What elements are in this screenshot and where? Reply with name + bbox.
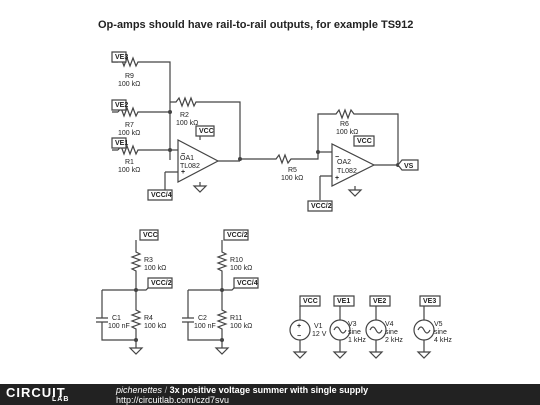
wire-r5 xyxy=(240,152,319,165)
net-flag-vcc-oa1: VCC xyxy=(195,125,215,137)
svg-text:+: + xyxy=(335,175,339,182)
v4-freq: 2 kHz xyxy=(385,337,403,344)
c2-label: C2 xyxy=(198,315,207,322)
svg-text:+: + xyxy=(181,169,185,176)
net-flag-ve1: VE1 xyxy=(111,137,128,149)
r1-value: 100 kΩ xyxy=(118,167,140,174)
r3-value: 100 kΩ xyxy=(144,265,166,272)
net-flag-vcc-divider1: VCC xyxy=(139,229,159,241)
svg-text:VE1: VE1 xyxy=(115,140,128,147)
net-flag-vcc-oa2: VCC xyxy=(353,135,375,147)
net-flag-vs: VS xyxy=(397,159,419,171)
net-flag-vcc2-divider1: VCC/2 xyxy=(147,277,173,289)
circuitlab-logo-sub: LAB xyxy=(52,396,70,403)
net-flag-ve2: VE2 xyxy=(111,99,128,111)
net-flag-vcc4-divider2: VCC/4 xyxy=(233,277,259,289)
net-flag-vcc4-oa1: VCC/4 xyxy=(147,189,173,201)
svg-text:+: + xyxy=(297,323,301,330)
svg-text:VE1: VE1 xyxy=(337,298,350,305)
r1-label: R1 xyxy=(125,159,134,166)
r4-value: 100 kΩ xyxy=(144,323,166,330)
source-v1: VCC + − V1 12 V xyxy=(289,295,327,359)
svg-text:VCC: VCC xyxy=(303,298,318,305)
r7-value: 100 kΩ xyxy=(118,130,140,137)
v1-label: V1 xyxy=(314,323,323,330)
svg-text:VCC: VCC xyxy=(143,232,158,239)
r9-value: 100 kΩ xyxy=(118,81,140,88)
source-v4: VE2 V4 sine 2 kHz xyxy=(365,295,403,359)
svg-text:VE3: VE3 xyxy=(115,54,128,61)
svg-text:VCC/4: VCC/4 xyxy=(237,280,258,287)
svg-text:−: − xyxy=(181,151,185,158)
r4-label: R4 xyxy=(144,315,153,322)
op-amp-oa2: − + xyxy=(317,108,399,200)
svg-text:VE2: VE2 xyxy=(373,298,386,305)
c2-value: 100 nF xyxy=(194,323,216,330)
net-flag-vcc2-divider2: VCC/2 xyxy=(223,229,249,241)
r6-value: 100 kΩ xyxy=(336,129,358,136)
c1-label: C1 xyxy=(112,315,121,322)
v4-label: V4 xyxy=(385,321,394,328)
r11-value: 100 kΩ xyxy=(230,323,252,330)
title-separator: / xyxy=(164,385,168,395)
source-v3: VE1 V3 sine 1 kHz xyxy=(329,295,366,359)
oa1-label: OA1 xyxy=(180,155,194,162)
r7-label: R7 xyxy=(125,122,134,129)
op-amp-oa1: − + xyxy=(164,133,240,193)
v3-label: V3 xyxy=(348,321,357,328)
svg-text:−: − xyxy=(335,154,339,161)
net-flag-vcc2-oa2: VCC/2 xyxy=(307,200,333,212)
c1-value: 100 nF xyxy=(108,323,130,330)
r11-label: R11 xyxy=(230,315,242,322)
circuit-title: 3x positive voltage summer with single s… xyxy=(169,385,369,395)
r6-label: R6 xyxy=(340,121,349,128)
footer-bar: CIRCUIT LAB pichenettes / 3x positive vo… xyxy=(0,384,540,405)
v3-freq: 1 kHz xyxy=(348,337,366,344)
circuit-url[interactable]: http://circuitlab.com/czd7svu xyxy=(116,395,230,405)
r9-label: R9 xyxy=(125,73,134,80)
r3-label: R3 xyxy=(144,257,153,264)
schematic-title: Op-amps should have rail-to-rail outputs… xyxy=(98,19,413,31)
bias-divider-vcc4 xyxy=(182,240,237,355)
author-link[interactable]: pichenettes xyxy=(116,385,163,395)
svg-text:VCC/2: VCC/2 xyxy=(227,232,248,239)
source-v5: VE3 V5 sine 4 kHz xyxy=(413,295,452,359)
svg-text:VCC: VCC xyxy=(357,138,372,145)
v5-label: V5 xyxy=(434,321,443,328)
svg-text:VCC/2: VCC/2 xyxy=(311,203,332,210)
v3-type: sine xyxy=(348,329,361,336)
r10-label: R10 xyxy=(230,257,243,264)
oa2-label: OA2 xyxy=(337,159,351,166)
net-flag-ve3: VE3 xyxy=(111,51,128,63)
v4-type: sine xyxy=(385,329,398,336)
r5-value: 100 kΩ xyxy=(281,175,303,182)
v1-value: 12 V xyxy=(312,331,327,338)
v5-freq: 4 kHz xyxy=(434,337,452,344)
footer-title-line: pichenettes / 3x positive voltage summer… xyxy=(116,385,368,395)
svg-text:VCC/2: VCC/2 xyxy=(151,280,172,287)
bias-divider-vcc2 xyxy=(96,240,151,355)
svg-text:VCC: VCC xyxy=(199,128,214,135)
svg-text:−: − xyxy=(297,333,301,340)
r2-label: R2 xyxy=(180,112,189,119)
svg-text:VCC/4: VCC/4 xyxy=(151,192,172,199)
r2-value: 100 kΩ xyxy=(176,120,198,127)
v5-type: sine xyxy=(434,329,447,336)
oa1-part: TL082 xyxy=(180,163,200,170)
circuitlab-logo: CIRCUIT xyxy=(6,385,66,400)
oa2-part: TL082 xyxy=(337,168,357,175)
r10-value: 100 kΩ xyxy=(230,265,252,272)
svg-text:VE2: VE2 xyxy=(115,102,128,109)
svg-text:VS: VS xyxy=(404,163,414,170)
schematic-canvas: Op-amps should have rail-to-rail outputs… xyxy=(96,19,452,359)
svg-text:VE3: VE3 xyxy=(423,298,436,305)
r5-label: R5 xyxy=(288,167,297,174)
